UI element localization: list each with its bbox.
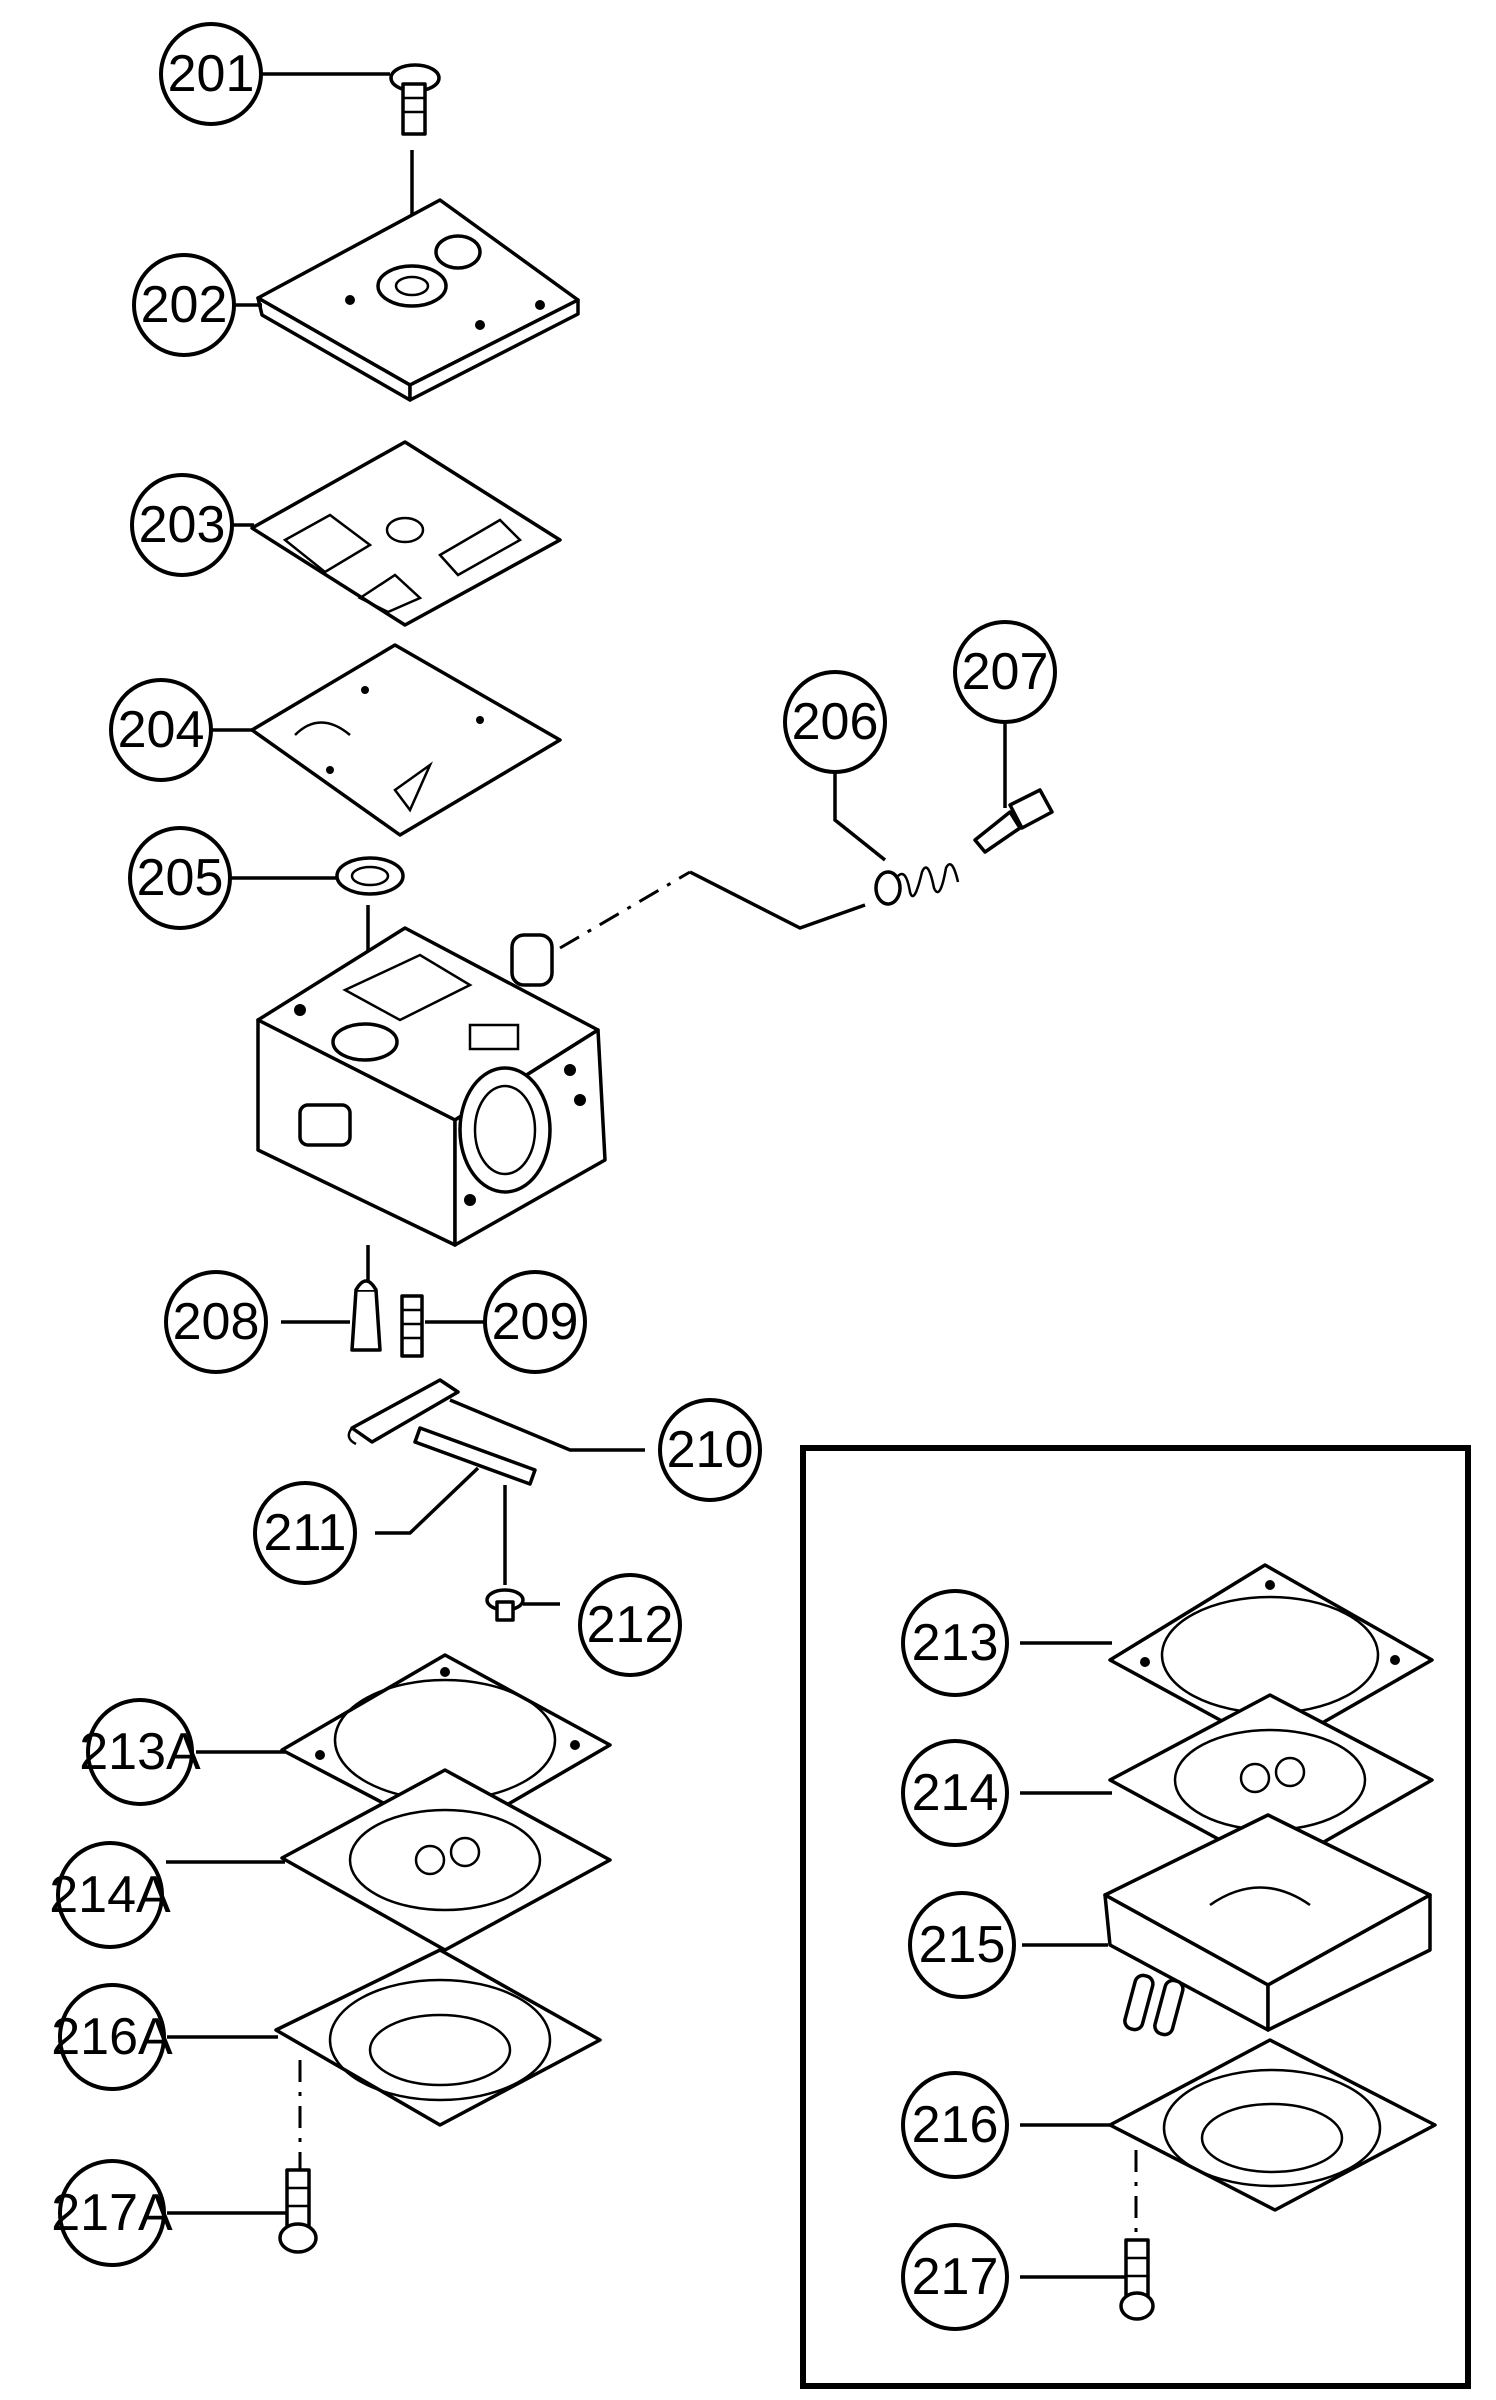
part-216A-cover-drawing <box>274 1948 602 2170</box>
part-217A-screw-drawing <box>278 2168 318 2254</box>
part-216-cover-drawing <box>1108 2038 1437 2240</box>
svg-text:208: 208 <box>173 1293 260 1351</box>
svg-text:201: 201 <box>168 45 255 103</box>
callout-208: 208 <box>164 1270 268 1374</box>
callout-206: 206 <box>783 670 887 774</box>
callout-212: 212 <box>578 1573 682 1677</box>
svg-text:211: 211 <box>264 1504 347 1562</box>
svg-text:215: 215 <box>919 1916 1006 1974</box>
callout-214A: 214A <box>49 1841 171 1949</box>
part-202-cover-drawing <box>256 198 580 402</box>
part-211-pin-drawing <box>413 1426 537 1486</box>
callout-215: 215 <box>908 1891 1016 1999</box>
callout-203: 203 <box>130 473 234 577</box>
part-205-screen-drawing <box>335 856 405 990</box>
callout-205: 205 <box>128 826 232 930</box>
svg-text:207: 207 <box>962 643 1049 701</box>
part-206-spring-drawing <box>874 863 960 906</box>
svg-text:203: 203 <box>139 496 226 554</box>
callout-213: 213 <box>901 1589 1009 1697</box>
callout-213A: 213A <box>79 1698 201 1806</box>
callout-217: 217 <box>901 2223 1009 2331</box>
svg-text:213: 213 <box>912 1614 999 1672</box>
svg-text:212: 212 <box>587 1596 674 1654</box>
svg-text:213A: 213A <box>79 1723 201 1781</box>
part-215-body-drawing <box>1103 1813 1432 2037</box>
callout-210: 210 <box>658 1398 762 1502</box>
callout-207: 207 <box>953 620 1057 724</box>
callout-216: 216 <box>901 2071 1009 2179</box>
part-212-screw-drawing <box>485 1485 525 1622</box>
part-209-spring-drawing <box>400 1294 424 1358</box>
alternate-kit-inset-box <box>800 1445 1471 2389</box>
callout-202: 202 <box>132 253 236 357</box>
svg-text:216A: 216A <box>51 2008 173 2066</box>
part-204-diaphragm-drawing <box>250 643 562 837</box>
part-207-screw-drawing <box>973 788 1054 854</box>
svg-text:202: 202 <box>141 276 228 334</box>
callout-214: 214 <box>901 1739 1009 1847</box>
part-208-needle-drawing <box>350 1279 382 1352</box>
callout-209: 209 <box>483 1270 587 1374</box>
part-210-lever-drawing <box>347 1378 460 1446</box>
svg-text:214: 214 <box>912 1764 999 1822</box>
svg-text:217A: 217A <box>51 2184 173 2242</box>
svg-text:210: 210 <box>667 1421 754 1479</box>
svg-text:209: 209 <box>492 1293 579 1351</box>
part-203-gasket-drawing <box>250 440 562 627</box>
callout-211: 211 <box>253 1481 357 1585</box>
callout-201: 201 <box>159 22 263 126</box>
svg-text:214A: 214A <box>49 1866 171 1924</box>
svg-text:206: 206 <box>792 693 879 751</box>
svg-text:217: 217 <box>912 2248 999 2306</box>
leader-lines <box>166 72 1126 2279</box>
callout-204: 204 <box>109 678 213 782</box>
svg-text:216: 216 <box>912 2096 999 2154</box>
part-217-screw-drawing <box>1119 2238 1155 2321</box>
part-214A-diaphragm-drawing <box>280 1768 612 1952</box>
svg-text:204: 204 <box>118 701 205 759</box>
callout-217A: 217A <box>51 2159 173 2267</box>
callout-216A: 216A <box>51 1983 173 2091</box>
svg-text:205: 205 <box>137 849 224 907</box>
carburetor-body-drawing <box>256 870 866 1285</box>
